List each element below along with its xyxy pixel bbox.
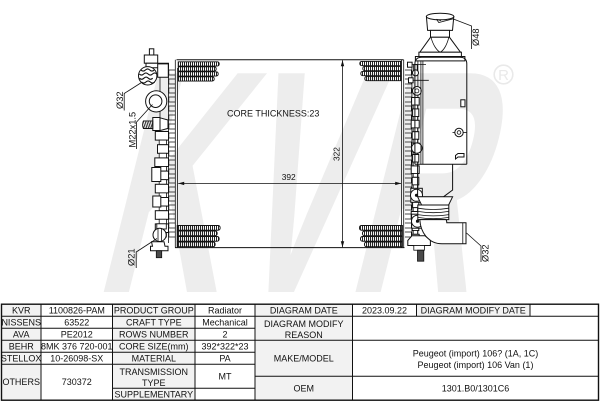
svg-text:SUPPLEMENTARY: SUPPLEMENTARY [114, 389, 193, 399]
svg-text:STELLOX: STELLOX [1, 353, 42, 363]
svg-text:MATERIAL: MATERIAL [132, 353, 176, 363]
svg-text:392: 392 [282, 172, 296, 182]
svg-text:PRODUCT GROUP: PRODUCT GROUP [114, 305, 194, 315]
svg-text:10-26098-SX: 10-26098-SX [50, 353, 103, 363]
svg-text:AVA: AVA [13, 329, 30, 339]
svg-text:R: R [498, 67, 509, 84]
svg-text:Mechanical: Mechanical [202, 317, 248, 327]
svg-text:PA: PA [219, 353, 230, 363]
svg-text:DIAGRAM MODIFY: DIAGRAM MODIFY [264, 319, 344, 329]
svg-text:OTHERS: OTHERS [2, 377, 40, 387]
svg-text:63522: 63522 [64, 317, 89, 327]
svg-text:ROWS NUMBER: ROWS NUMBER [119, 329, 189, 339]
svg-text:1100826-PAM: 1100826-PAM [49, 305, 105, 315]
svg-text:1301.B0/1301C6: 1301.B0/1301C6 [442, 383, 510, 393]
svg-text:MAKE/MODEL: MAKE/MODEL [274, 353, 334, 363]
svg-text:Ø48: Ø48 [471, 28, 481, 46]
svg-text:Radiator: Radiator [208, 305, 242, 315]
svg-text:OEM: OEM [294, 383, 315, 393]
svg-text:CRAFT TYPE: CRAFT TYPE [126, 317, 182, 327]
svg-text:Peugeot (import) 106? (1A, 1C): Peugeot (import) 106? (1A, 1C) [413, 348, 539, 358]
svg-text:KVR: KVR [12, 305, 31, 315]
svg-text:TYPE: TYPE [142, 378, 166, 388]
svg-text:Peugeot (import) 106 Van (1): Peugeot (import) 106 Van (1) [418, 360, 534, 370]
svg-text:Ø32: Ø32 [115, 91, 125, 109]
svg-text:392*322*23: 392*322*23 [201, 341, 248, 351]
svg-text:MT: MT [219, 371, 232, 381]
svg-text:M22x1.5: M22x1.5 [127, 112, 137, 148]
svg-text:REASON: REASON [285, 330, 323, 340]
svg-text:TRANSMISSION: TRANSMISSION [120, 367, 189, 377]
svg-text:DIAGRAM MODIFY DATE: DIAGRAM MODIFY DATE [421, 305, 526, 315]
svg-text:DIAGRAM DATE: DIAGRAM DATE [270, 305, 338, 315]
svg-text:Ø32: Ø32 [481, 244, 491, 262]
svg-text:BEHR: BEHR [9, 341, 35, 351]
svg-text:730372: 730372 [62, 377, 92, 387]
svg-text:2: 2 [222, 329, 227, 339]
svg-text:CORE THICKNESS:23: CORE THICKNESS:23 [227, 109, 319, 119]
svg-text:Ø21: Ø21 [127, 248, 137, 266]
svg-text:NISSENS: NISSENS [1, 317, 41, 327]
svg-text:322: 322 [331, 147, 341, 161]
svg-text:CORE SIZE(mm): CORE SIZE(mm) [119, 341, 189, 351]
svg-text:8MK 376 720-001: 8MK 376 720-001 [41, 341, 113, 351]
svg-text:PE2012: PE2012 [61, 329, 93, 339]
svg-text:2023.09.22: 2023.09.22 [362, 305, 407, 315]
